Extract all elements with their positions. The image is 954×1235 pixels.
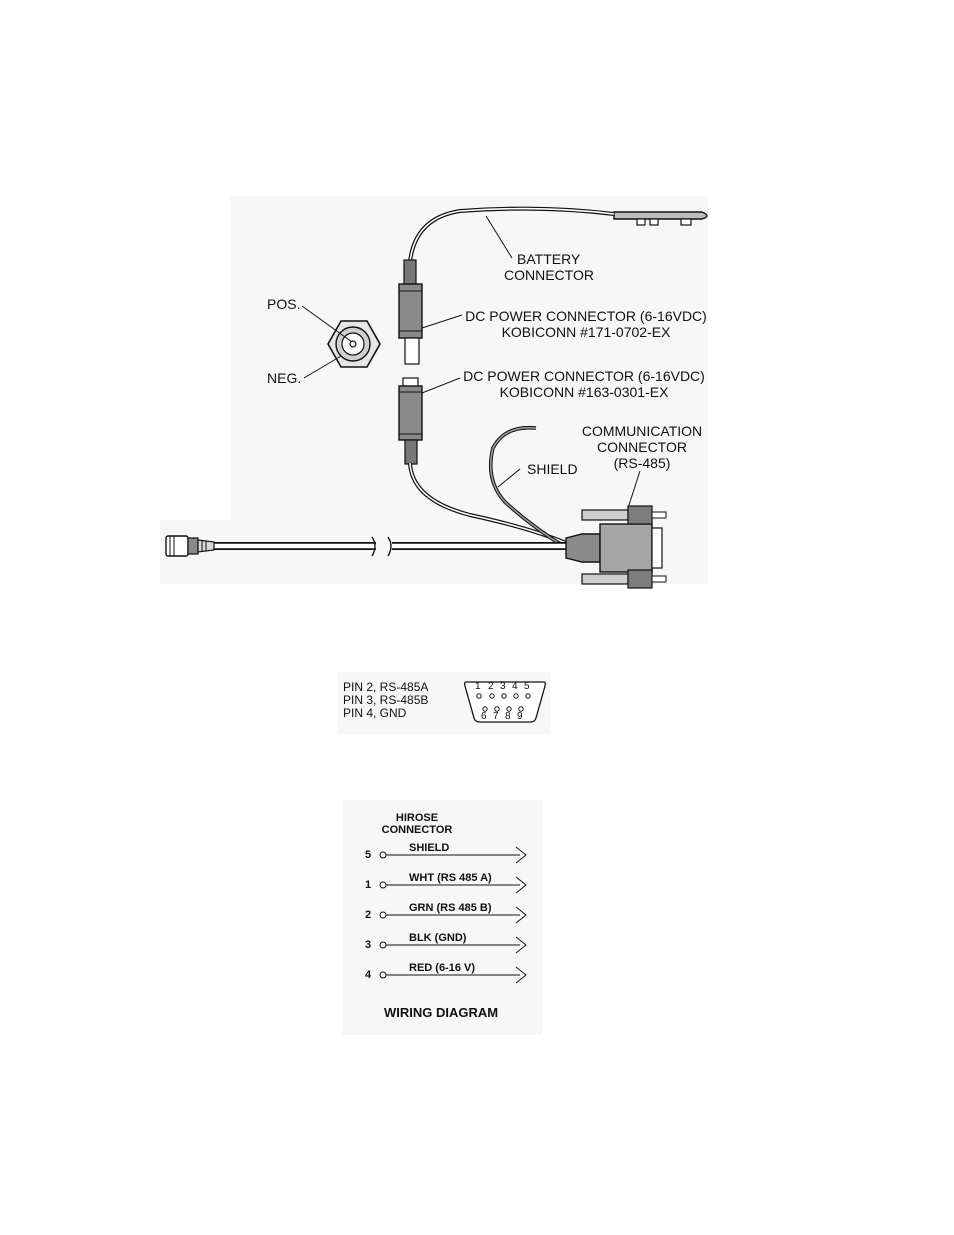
- hirose-connector-header: HIROSE CONNECTOR: [381, 812, 453, 836]
- wire-row-4: [379, 966, 527, 984]
- wire-row-2: [379, 906, 527, 924]
- wiring-diagram-panel: [342, 800, 542, 1035]
- pin-number: 3: [500, 681, 506, 692]
- pin-number: 4: [512, 681, 518, 692]
- pin-number: 1: [475, 681, 481, 692]
- dsub-pinout-face-icon: [464, 681, 546, 723]
- wire-label: BLK (GND): [409, 932, 467, 944]
- wire-label: WHT (RS 485 A): [409, 872, 492, 884]
- dc-power-connector-male-icon: [398, 259, 423, 365]
- wire-label: SHIELD: [409, 842, 450, 854]
- pin-number: 8: [505, 711, 511, 722]
- pin-number: 2: [488, 681, 494, 692]
- wire-pin-number: 2: [365, 909, 372, 921]
- dc-power-connector-female-icon: [398, 377, 423, 465]
- pin-number: 7: [493, 711, 499, 722]
- wire-pin-number: 5: [365, 849, 372, 861]
- wire-pin-number: 4: [365, 969, 372, 981]
- battery-connector-label: BATTERY: [517, 251, 581, 267]
- wiring-diagram-title: WIRING DIAGRAM: [384, 1005, 499, 1020]
- wiring-lines: [379, 846, 527, 984]
- pinout-list: PIN 2, RS-485A PIN 3, RS-485B PIN 4, GND: [343, 681, 428, 720]
- pinout-line: PIN 3, RS-485B: [343, 693, 429, 707]
- wire-row-5: [379, 846, 527, 864]
- battery-connector-label-line2: CONNECTOR: [504, 267, 594, 283]
- pinout-line: PIN 2, RS-485A: [343, 680, 429, 694]
- wire-row-3: [379, 936, 527, 954]
- wire-row-1: [379, 876, 527, 894]
- wire-label: RED (6-16 V): [409, 962, 476, 974]
- communication-connector-label: COMMUNICATION CONNECTOR (RS-485): [581, 423, 703, 471]
- pos-label: POS.: [267, 296, 301, 312]
- hirose-connector-icon: [165, 535, 215, 557]
- wire-label: GRN (RS 485 B): [409, 902, 492, 914]
- pin-number: 6: [481, 711, 487, 722]
- pin-number: 5: [524, 681, 530, 692]
- shield-label: SHIELD: [527, 461, 578, 477]
- battery-connector-icon: [613, 211, 708, 226]
- dc-power-connector-2-label: DC POWER CONNECTOR (6-16VDC) KOBICONN #1…: [463, 368, 705, 400]
- pin-number: 9: [517, 711, 523, 722]
- dsub-connector-icon: [565, 505, 667, 589]
- neg-label: NEG.: [267, 370, 302, 386]
- wire-pin-number: 1: [365, 879, 372, 891]
- hex-connector-end-view-icon: [327, 320, 381, 368]
- dc-power-connector-1-label: DC POWER CONNECTOR (6-16VDC) KOBICONN #1…: [465, 308, 707, 340]
- wire-pin-number: 3: [365, 939, 372, 951]
- pinout-line: PIN 4, GND: [343, 706, 407, 720]
